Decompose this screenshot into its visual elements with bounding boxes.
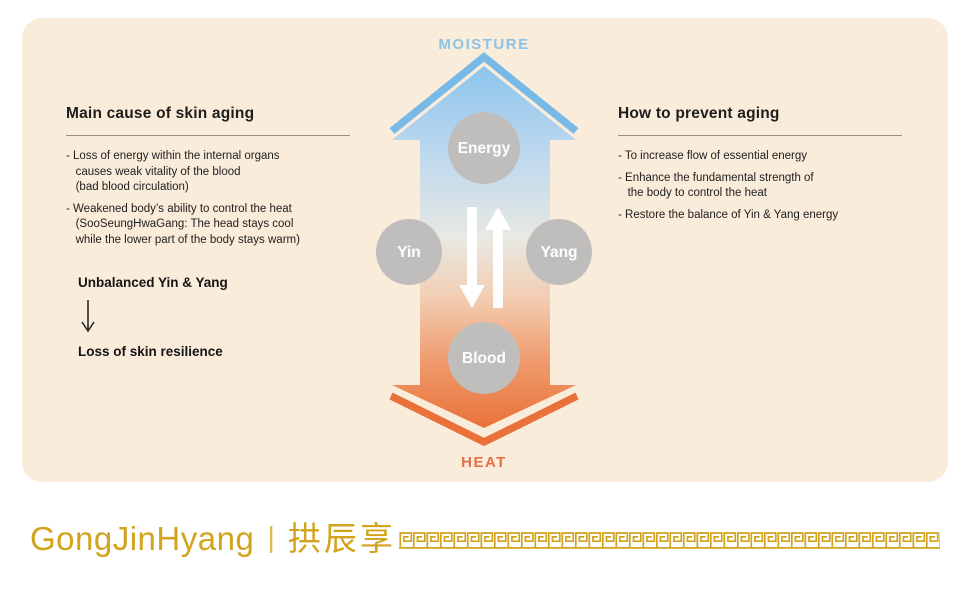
- brand-name-cjk: 拱辰享: [287, 520, 396, 557]
- blood-node-label: Blood: [462, 350, 506, 367]
- yin-node: Yin: [376, 219, 442, 285]
- down-flow-arrow-icon: [459, 207, 485, 308]
- brand-name-latin: GongJinHyang: [30, 520, 255, 557]
- yang-node: Yang: [526, 219, 592, 285]
- conclusion-cause: Unbalanced Yin & Yang: [78, 275, 228, 290]
- yin-yang-energy-diagram: MOISTURE Energy Yin Yang Blood: [376, 36, 592, 471]
- energy-node: Energy: [448, 112, 520, 184]
- prevention-section: How to prevent aging - To increase flow …: [618, 104, 912, 229]
- section-heading-prevent: How to prevent aging: [618, 105, 780, 122]
- blood-node: Blood: [448, 322, 520, 394]
- section-heading-cause: Main cause of skin aging: [66, 105, 255, 122]
- top-chevron-icon: [389, 52, 579, 134]
- up-flow-arrow-icon: [485, 207, 511, 308]
- heat-label: HEAT: [461, 454, 507, 471]
- bullet-item: - Enhance the fundamental strength of th…: [618, 171, 814, 200]
- cause-bullet-list: - Loss of energy within the internal org…: [66, 149, 360, 248]
- moisture-label: MOISTURE: [438, 36, 529, 53]
- bullet-item: - Loss of energy within the internal org…: [66, 150, 280, 193]
- bullet-item: - To increase flow of essential energy: [618, 150, 807, 162]
- yang-node-label: Yang: [540, 244, 577, 261]
- greek-key-border-icon: [399, 532, 940, 549]
- brand-lockup: GongJinHyang | 拱辰享: [30, 519, 396, 559]
- prevent-bullet-list: - To increase flow of essential energy -…: [618, 149, 912, 223]
- energy-node-label: Energy: [458, 140, 511, 157]
- bottom-chevron-icon: [389, 392, 579, 447]
- down-arrow-icon: [81, 300, 95, 333]
- yin-node-label: Yin: [397, 244, 421, 261]
- main-cause-section: Main cause of skin aging - Loss of energ…: [66, 104, 360, 360]
- heading-underline: [66, 135, 350, 136]
- heading-underline: [618, 135, 902, 136]
- brand-divider: |: [267, 522, 275, 554]
- gradient-arrow-body: [392, 66, 576, 428]
- bullet-item: - Weakened body’s ability to control the…: [66, 202, 300, 246]
- conclusion-effect: Loss of skin resilience: [78, 344, 223, 359]
- bullet-item: - Restore the balance of Yin & Yang ener…: [618, 208, 839, 221]
